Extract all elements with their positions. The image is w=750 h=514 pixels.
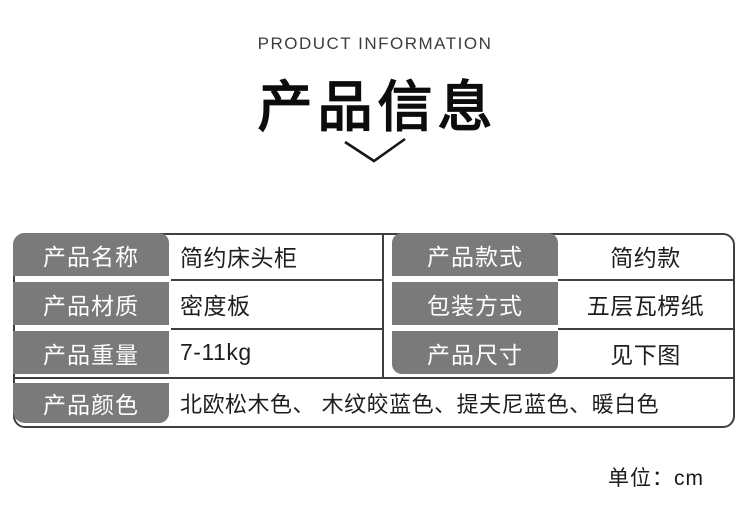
- product-color-value: 北欧松木色、 木纹皎蓝色、提夫尼蓝色、暖白色: [180, 391, 660, 417]
- product-weight-label: 产品重量: [13, 331, 169, 374]
- packaging-method-value: 五层瓦楞纸: [586, 292, 705, 319]
- row-divider: [558, 328, 733, 330]
- subtitle-english: PRODUCT INFORMATION: [257, 34, 493, 53]
- packaging-method-label: 包装方式: [392, 282, 558, 325]
- unit-note: 单位：cm: [608, 467, 704, 490]
- product-material-label: 产品材质: [13, 282, 169, 325]
- row-divider: [171, 328, 382, 330]
- product-name-value: 简约床头柜: [180, 245, 298, 271]
- row-divider: [15, 377, 733, 379]
- product-size-value: 见下图: [610, 341, 681, 368]
- row-divider: [171, 279, 382, 281]
- product-info-table: 产品名称 产品材质 产品重量 产品颜色 产品款式 包装方式 产品尺寸 简约床头柜…: [13, 233, 735, 428]
- product-weight-value: 7-11kg: [180, 339, 252, 365]
- product-color-label: 产品颜色: [13, 383, 169, 423]
- product-style-value: 简约款: [610, 245, 681, 271]
- product-style-label: 产品款式: [392, 233, 558, 276]
- product-size-label: 产品尺寸: [392, 331, 558, 374]
- column-divider: [382, 235, 384, 379]
- product-name-label: 产品名称: [13, 233, 169, 276]
- product-material-value: 密度板: [180, 292, 251, 319]
- chevron-down-icon: [344, 137, 406, 163]
- row-divider: [558, 279, 733, 281]
- page-title: 产品信息: [257, 76, 498, 138]
